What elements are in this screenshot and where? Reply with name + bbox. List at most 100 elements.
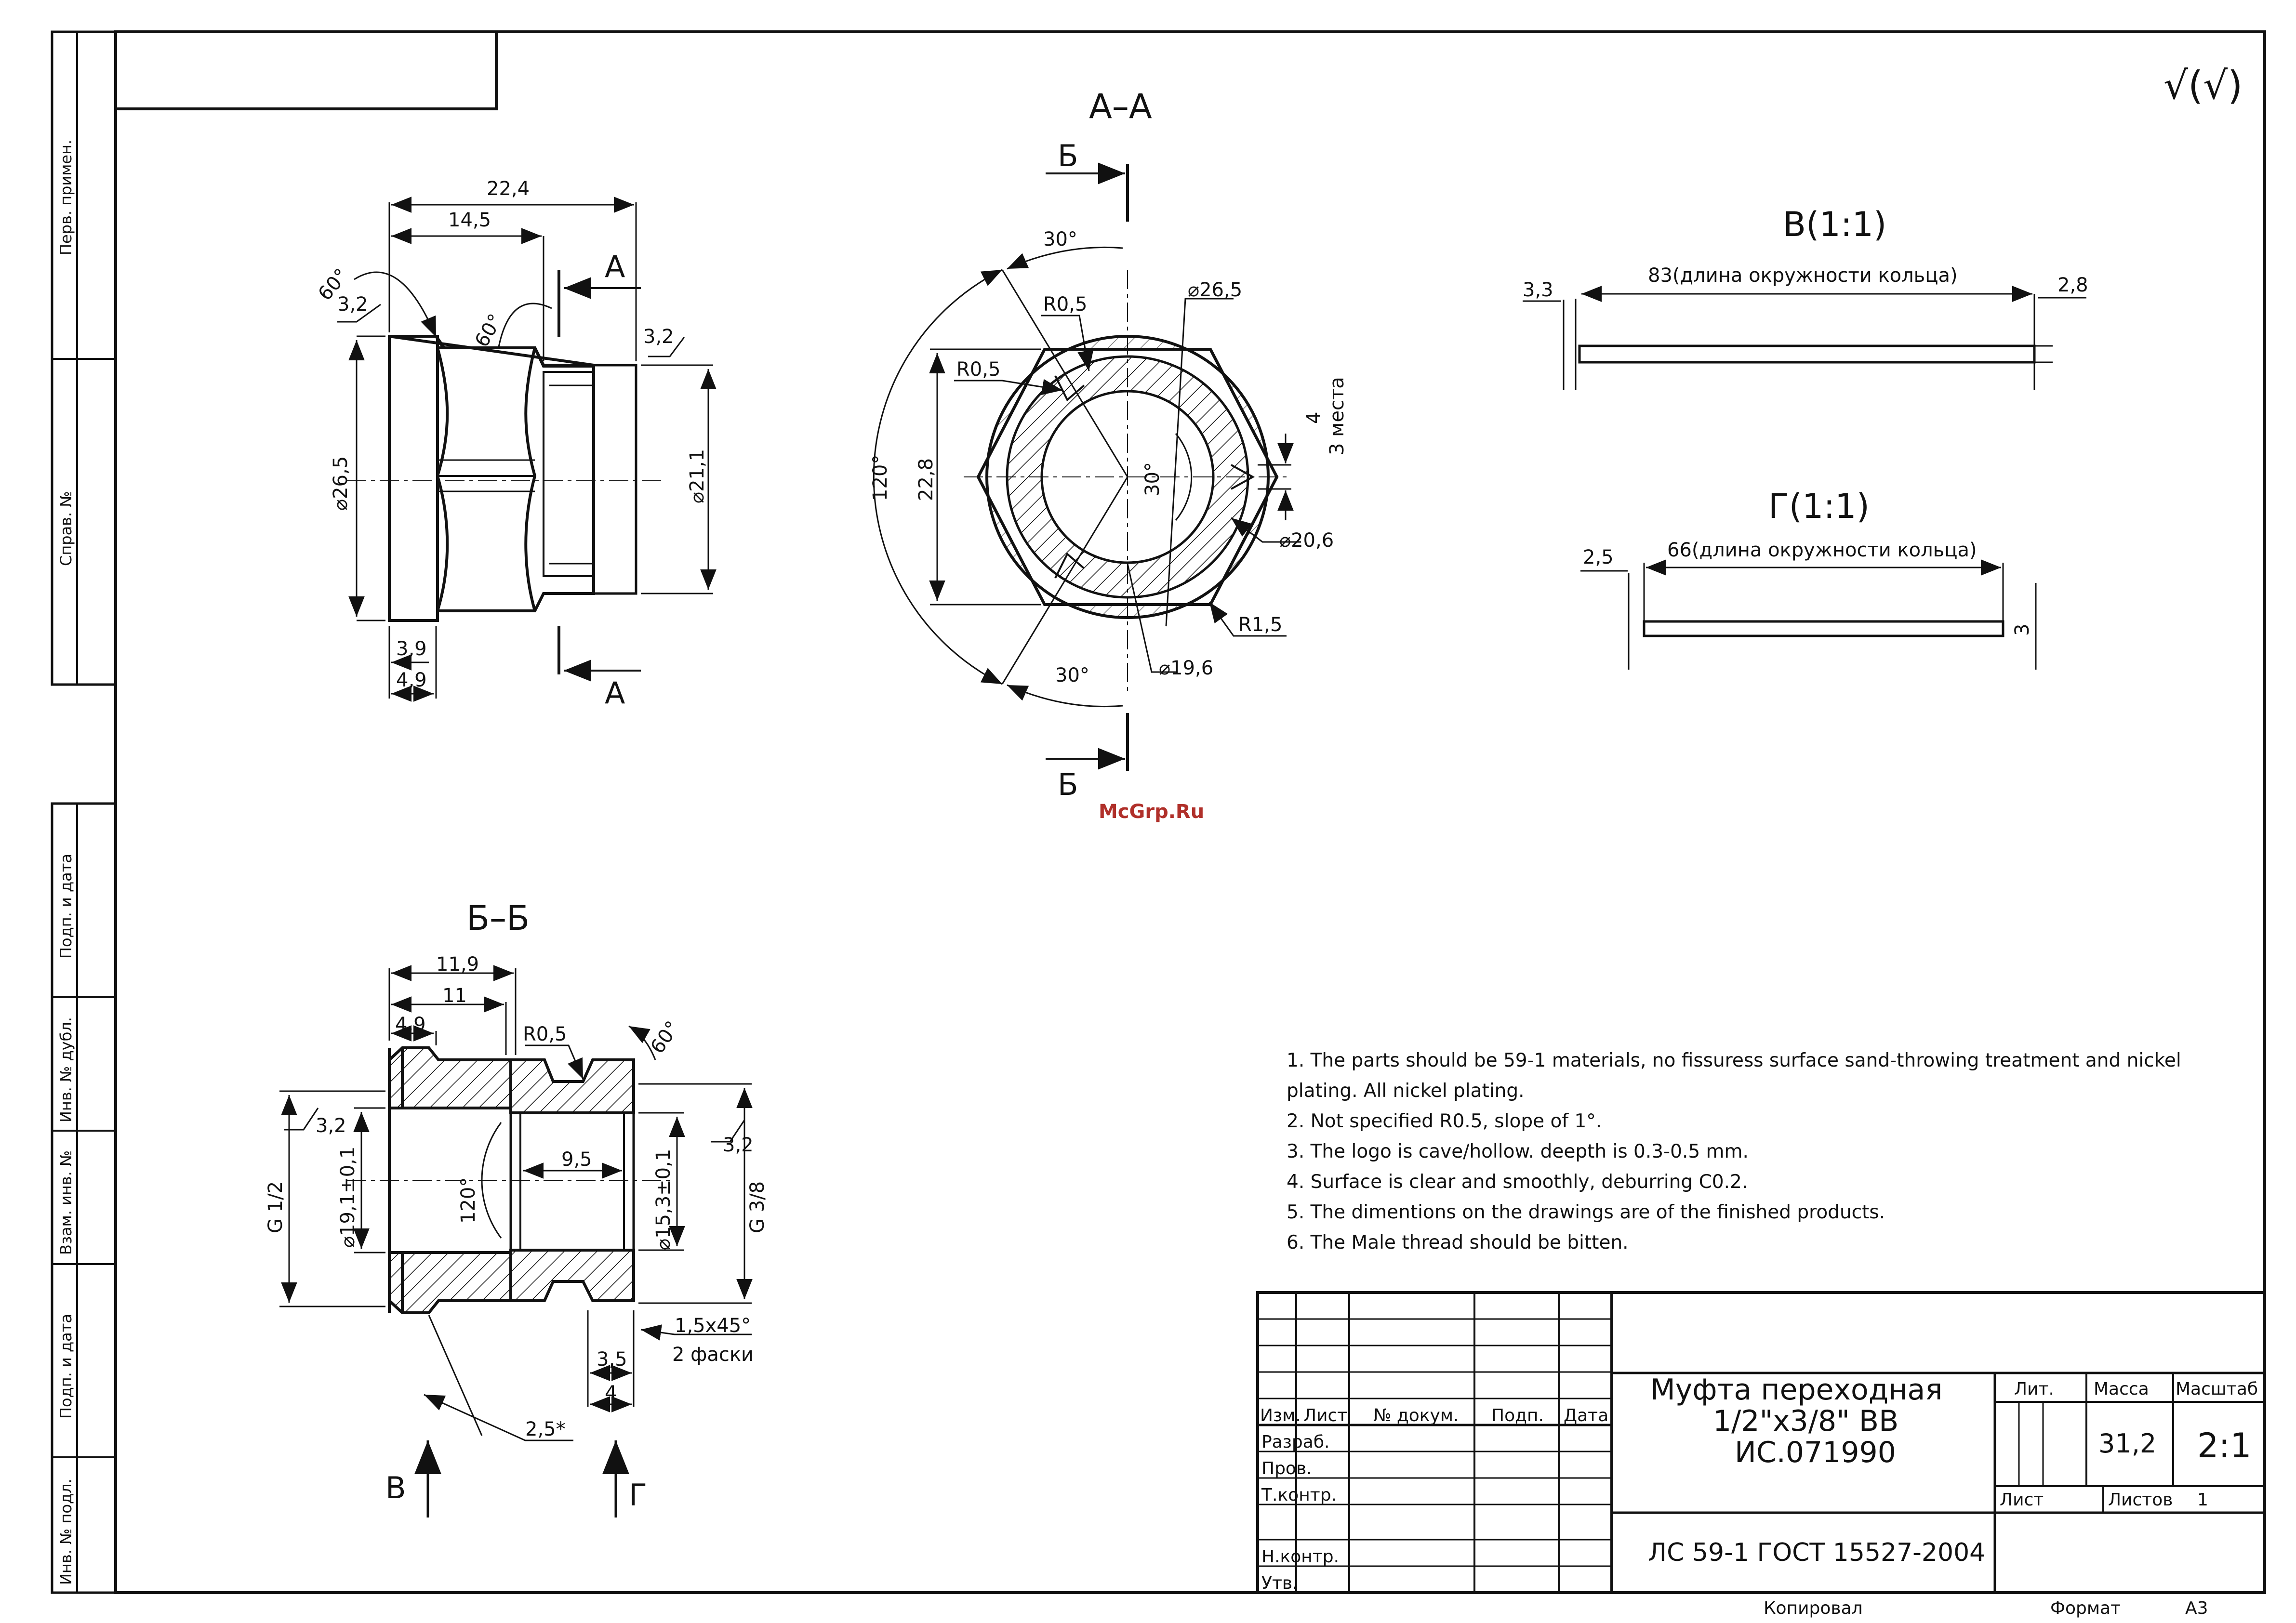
dim-label: 30° xyxy=(1055,664,1089,686)
side-label: Подп. и дата xyxy=(57,854,75,959)
dim-label: 9,5 xyxy=(561,1148,592,1171)
roughness-mark: √(√) xyxy=(2163,63,2243,108)
detail-g xyxy=(1580,559,2037,670)
cut-label-b: Б xyxy=(1058,767,1078,802)
row-label: Пров. xyxy=(1261,1459,1312,1478)
dim-label: G 3/8 xyxy=(746,1181,769,1233)
dim-label: ⌀15,3±0,1 xyxy=(652,1149,675,1250)
scale-value: 2:1 xyxy=(2197,1426,2252,1465)
watermark: McGrp.Ru xyxy=(1099,801,1204,823)
front-dimensions xyxy=(337,197,717,702)
dim-label: ⌀19,6 xyxy=(1159,657,1213,679)
dim-label: 3,5 xyxy=(597,1348,627,1371)
side-label: Взам. инв. № xyxy=(57,1150,75,1255)
section-bb-labels: 11,9 11 4,9 R0,5 60° 3,2 3,2 G 1/2 ⌀19,1… xyxy=(265,953,769,1513)
note-item: 1. The parts should be 59-1 materials, n… xyxy=(1287,1050,2181,1102)
dim-label: 3,2 xyxy=(316,1115,346,1137)
row-label: Н.контр. xyxy=(1261,1547,1339,1567)
dim-label: ⌀20,6 xyxy=(1279,529,1334,552)
section-aa-labels: Б Б 30° 30° 120° R0,5 R0,5 ⌀26,5 4 3 мес… xyxy=(869,138,1348,802)
mass-label: Масса xyxy=(2094,1379,2149,1399)
dim-label: G 1/2 xyxy=(265,1181,287,1233)
column-header: Подп. xyxy=(1491,1406,1544,1425)
dim-label: 3,2 xyxy=(723,1134,754,1156)
dim-label: R0,5 xyxy=(1043,293,1087,316)
note-item: 4. Surface is clear and smoothly, deburr… xyxy=(1287,1171,1748,1193)
section-aa-title: А–А xyxy=(1089,87,1152,126)
sheets-value: 1 xyxy=(2197,1490,2208,1510)
cut-label-b: Б xyxy=(1058,138,1078,173)
side-label: Перв. примен. xyxy=(57,140,75,255)
dim-label: 2,8 xyxy=(2057,274,2088,296)
detail-v xyxy=(1523,286,2086,390)
dim-label: ⌀26,5 xyxy=(330,456,352,511)
mass-value: 31,2 xyxy=(2098,1428,2156,1459)
detail-g-labels: 2,5 66(длина окружности кольца) 3 xyxy=(1583,539,2033,636)
cut-label-a: А xyxy=(605,249,625,284)
section-aa-dimensions xyxy=(873,162,1301,771)
column-header: № докум. xyxy=(1373,1406,1459,1425)
dim-label: 11 xyxy=(442,985,467,1007)
dim-label: 11,9 xyxy=(436,953,479,976)
scale-label: Масштаб xyxy=(2176,1379,2258,1399)
dim-label: 3,2 xyxy=(337,293,368,316)
lit-label: Лит. xyxy=(2014,1379,2054,1399)
detail-v-title: В(1:1) xyxy=(1783,205,1886,244)
row-label: Т.контр. xyxy=(1261,1485,1337,1505)
format-value: А3 xyxy=(2185,1598,2208,1618)
copied-label: Копировал xyxy=(1764,1598,1863,1618)
sheets-label: Листов xyxy=(2108,1490,2173,1510)
dim-label: 3,3 xyxy=(1523,279,1553,301)
view-label-v: В xyxy=(385,1470,406,1505)
row-label: Утв. xyxy=(1261,1573,1298,1593)
side-label: Справ. № xyxy=(57,491,75,566)
title-block-text: Изм. Лист № докум. Подп. Дата Разраб. Пр… xyxy=(1260,1373,2258,1618)
column-header: Изм. xyxy=(1260,1406,1301,1425)
dim-label: 22,4 xyxy=(487,178,530,200)
dim-label: 120° xyxy=(869,455,891,501)
section-bb-title: Б–Б xyxy=(466,898,530,938)
view-label-g: Г xyxy=(629,1478,647,1513)
dim-label: 22,8 xyxy=(915,458,937,501)
technical-notes: 1. The parts should be 59-1 materials, n… xyxy=(1287,1045,2250,1258)
front-dim-labels: 22,4 14,5 60° 60° 3,2 3,2 ⌀26,5 ⌀21,1 3,… xyxy=(314,178,708,711)
side-labels: Перв. примен. Справ. № Подп. и дата Инв.… xyxy=(57,140,75,1585)
dim-label: ⌀21,1 xyxy=(686,449,708,503)
dim-label: 2 фаски xyxy=(672,1344,754,1366)
title-block xyxy=(1256,1291,2266,1594)
drawing-title: Муфта переходная xyxy=(1650,1373,1942,1407)
sheet-frame xyxy=(51,30,2266,1594)
dim-label: 3,9 xyxy=(396,638,427,660)
dim-label: 3 места xyxy=(1326,377,1348,455)
dim-label: 14,5 xyxy=(448,209,491,231)
dim-label: 4 xyxy=(1303,412,1325,424)
drawing-title: 1/2"x3/8" ВВ xyxy=(1713,1404,1898,1438)
note-item: 2. Not specified R0.5, slope of 1°. xyxy=(1287,1110,1602,1132)
note-item: 5. The dimentions on the drawings are of… xyxy=(1287,1201,1885,1223)
side-label: Подп. и дата xyxy=(57,1314,75,1419)
dim-label: 2,5 xyxy=(1583,546,1614,568)
section-bb-dimensions xyxy=(279,965,753,1517)
dim-label: 2,5* xyxy=(525,1418,566,1440)
dim-label: 60° xyxy=(471,310,507,351)
dim-label: 30° xyxy=(1141,462,1164,496)
dim-label: R1,5 xyxy=(1238,614,1282,636)
drawing-number: ИС.071990 xyxy=(1735,1436,1896,1469)
material: ЛС 59-1 ГОСТ 15527-2004 xyxy=(1648,1538,1985,1567)
dim-label: 1,5x45° xyxy=(675,1315,751,1337)
dim-label: 120° xyxy=(457,1177,479,1224)
dim-label: ⌀19,1±0,1 xyxy=(337,1147,359,1248)
dim-label: 3 xyxy=(2011,624,2033,636)
column-header: Лист xyxy=(1303,1406,1347,1425)
dim-label: R0,5 xyxy=(523,1023,567,1045)
note-item: 6. The Male thread should be bitten. xyxy=(1287,1232,1629,1254)
dim-label: ⌀26,5 xyxy=(1188,279,1242,301)
cut-label-a: А xyxy=(605,675,625,711)
front-view xyxy=(388,335,637,622)
dim-label: 66(длина окружности кольца) xyxy=(1667,539,1977,561)
dim-label: 3,2 xyxy=(643,326,674,348)
column-header: Дата xyxy=(1564,1406,1608,1425)
dim-label: R0,5 xyxy=(956,358,1000,381)
dim-label: 4,9 xyxy=(396,669,427,691)
